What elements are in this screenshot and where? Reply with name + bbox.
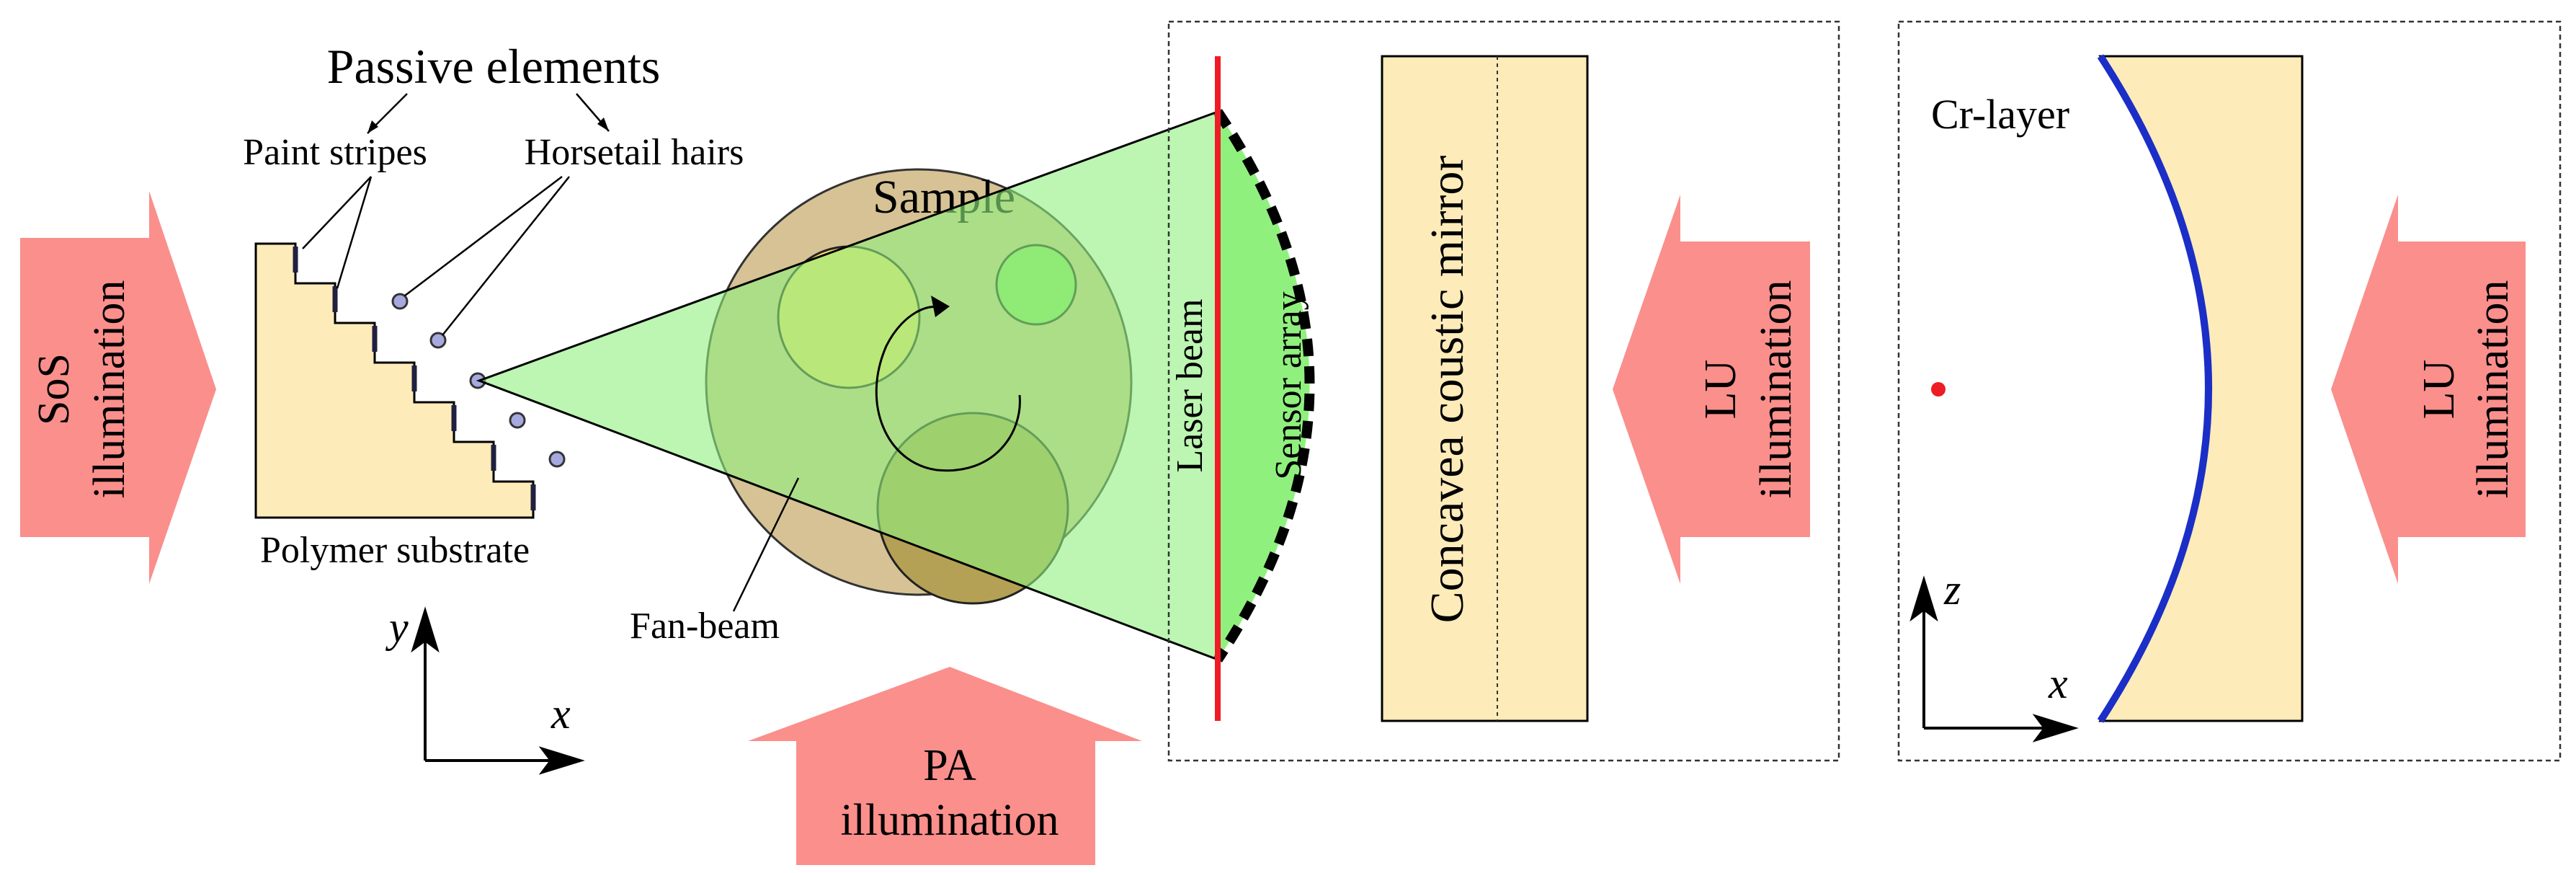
passive-elements-label: Passive elements (327, 39, 661, 94)
left-x-axis-label: x (551, 690, 571, 737)
pa-label-line2: illumination (840, 796, 1059, 845)
lu-right-label-line2: illumination (2469, 280, 2518, 498)
lu-right-label-line1: LU (2415, 360, 2464, 420)
right-panel-frame (1897, 20, 2562, 762)
center-panel-frame (1167, 20, 1840, 762)
left-axes (411, 606, 585, 775)
horsetail-hairs-label: Horsetail hairs (525, 132, 744, 173)
sensor-array-label: Sensor array (1268, 291, 1309, 479)
focal-point (1931, 382, 1946, 396)
acoustic-mirror-label: Concavea coustic mirror (1421, 156, 1474, 624)
lu-illumination-arrow-right: LU illumination (2331, 195, 2526, 584)
fan-beam-label: Fan-beam (630, 606, 780, 647)
lu-left-label-line1: LU (1696, 360, 1745, 420)
sos-label-line2: illumination (85, 280, 134, 498)
leader-lines (302, 93, 610, 336)
rotation-arrow-icon (875, 296, 1021, 472)
left-y-axis-label: y (385, 603, 409, 651)
sensor-array (1213, 109, 1315, 662)
lu-illumination-arrow-left: LU illumination (1613, 195, 1810, 584)
paint-stripes-label: Paint stripes (243, 132, 427, 173)
sos-illumination-arrow: SoS illumination (20, 191, 216, 584)
sos-label-line1: SoS (30, 353, 79, 425)
right-x-axis-label: x (2048, 660, 2068, 707)
polymer-substrate (254, 242, 536, 519)
cr-layer (2097, 54, 2212, 723)
horsetail-hairs (391, 293, 566, 468)
laser-beam-label: Laser beam (1169, 298, 1211, 472)
mirror-cross-section (2098, 55, 2304, 722)
acoustic-mirror (1381, 55, 1589, 722)
pa-label-line1: PA (923, 741, 976, 790)
leader-arrowheads (367, 118, 609, 133)
lu-left-label-line2: illumination (1752, 280, 1801, 498)
fan-beam-leader (732, 477, 800, 612)
paint-stripes (293, 247, 536, 510)
pa-illumination-arrow: PA illumination (748, 667, 1142, 865)
polymer-substrate-label: Polymer substrate (260, 530, 530, 571)
right-axes (1909, 575, 2079, 743)
right-z-axis-label: z (1943, 566, 1961, 613)
cr-layer-label: Cr-layer (1931, 91, 2069, 138)
